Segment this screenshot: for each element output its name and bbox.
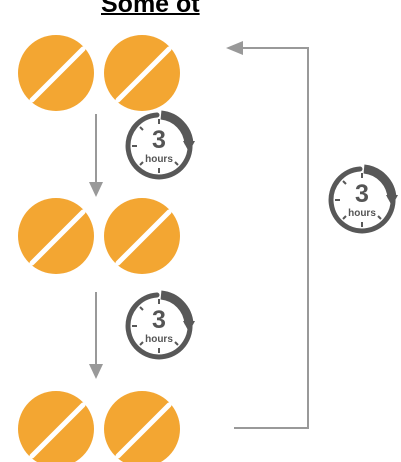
pill-icon	[18, 198, 94, 274]
pill-icon	[18, 391, 94, 462]
timer-number: 3	[355, 180, 369, 208]
down-arrow-icon	[89, 114, 103, 197]
timer-unit: hours	[348, 208, 376, 219]
loop-back-arrow-icon	[226, 41, 309, 429]
timer-3-hours-icon: 3 hours	[128, 295, 195, 357]
pill-icon	[104, 35, 180, 111]
timer-3-hours-icon: 3 hours	[331, 169, 398, 231]
pill-icon	[104, 198, 180, 274]
timer-3-hours-icon: 3 hours	[128, 115, 195, 177]
timer-number: 3	[152, 306, 166, 334]
pill-icon	[18, 35, 94, 111]
timer-number: 3	[152, 126, 166, 154]
down-arrow-icon	[89, 292, 103, 379]
timer-unit: hours	[145, 154, 173, 165]
section-title: Some ot	[101, 0, 200, 18]
pill-icon	[104, 391, 180, 462]
timer-unit: hours	[145, 334, 173, 345]
